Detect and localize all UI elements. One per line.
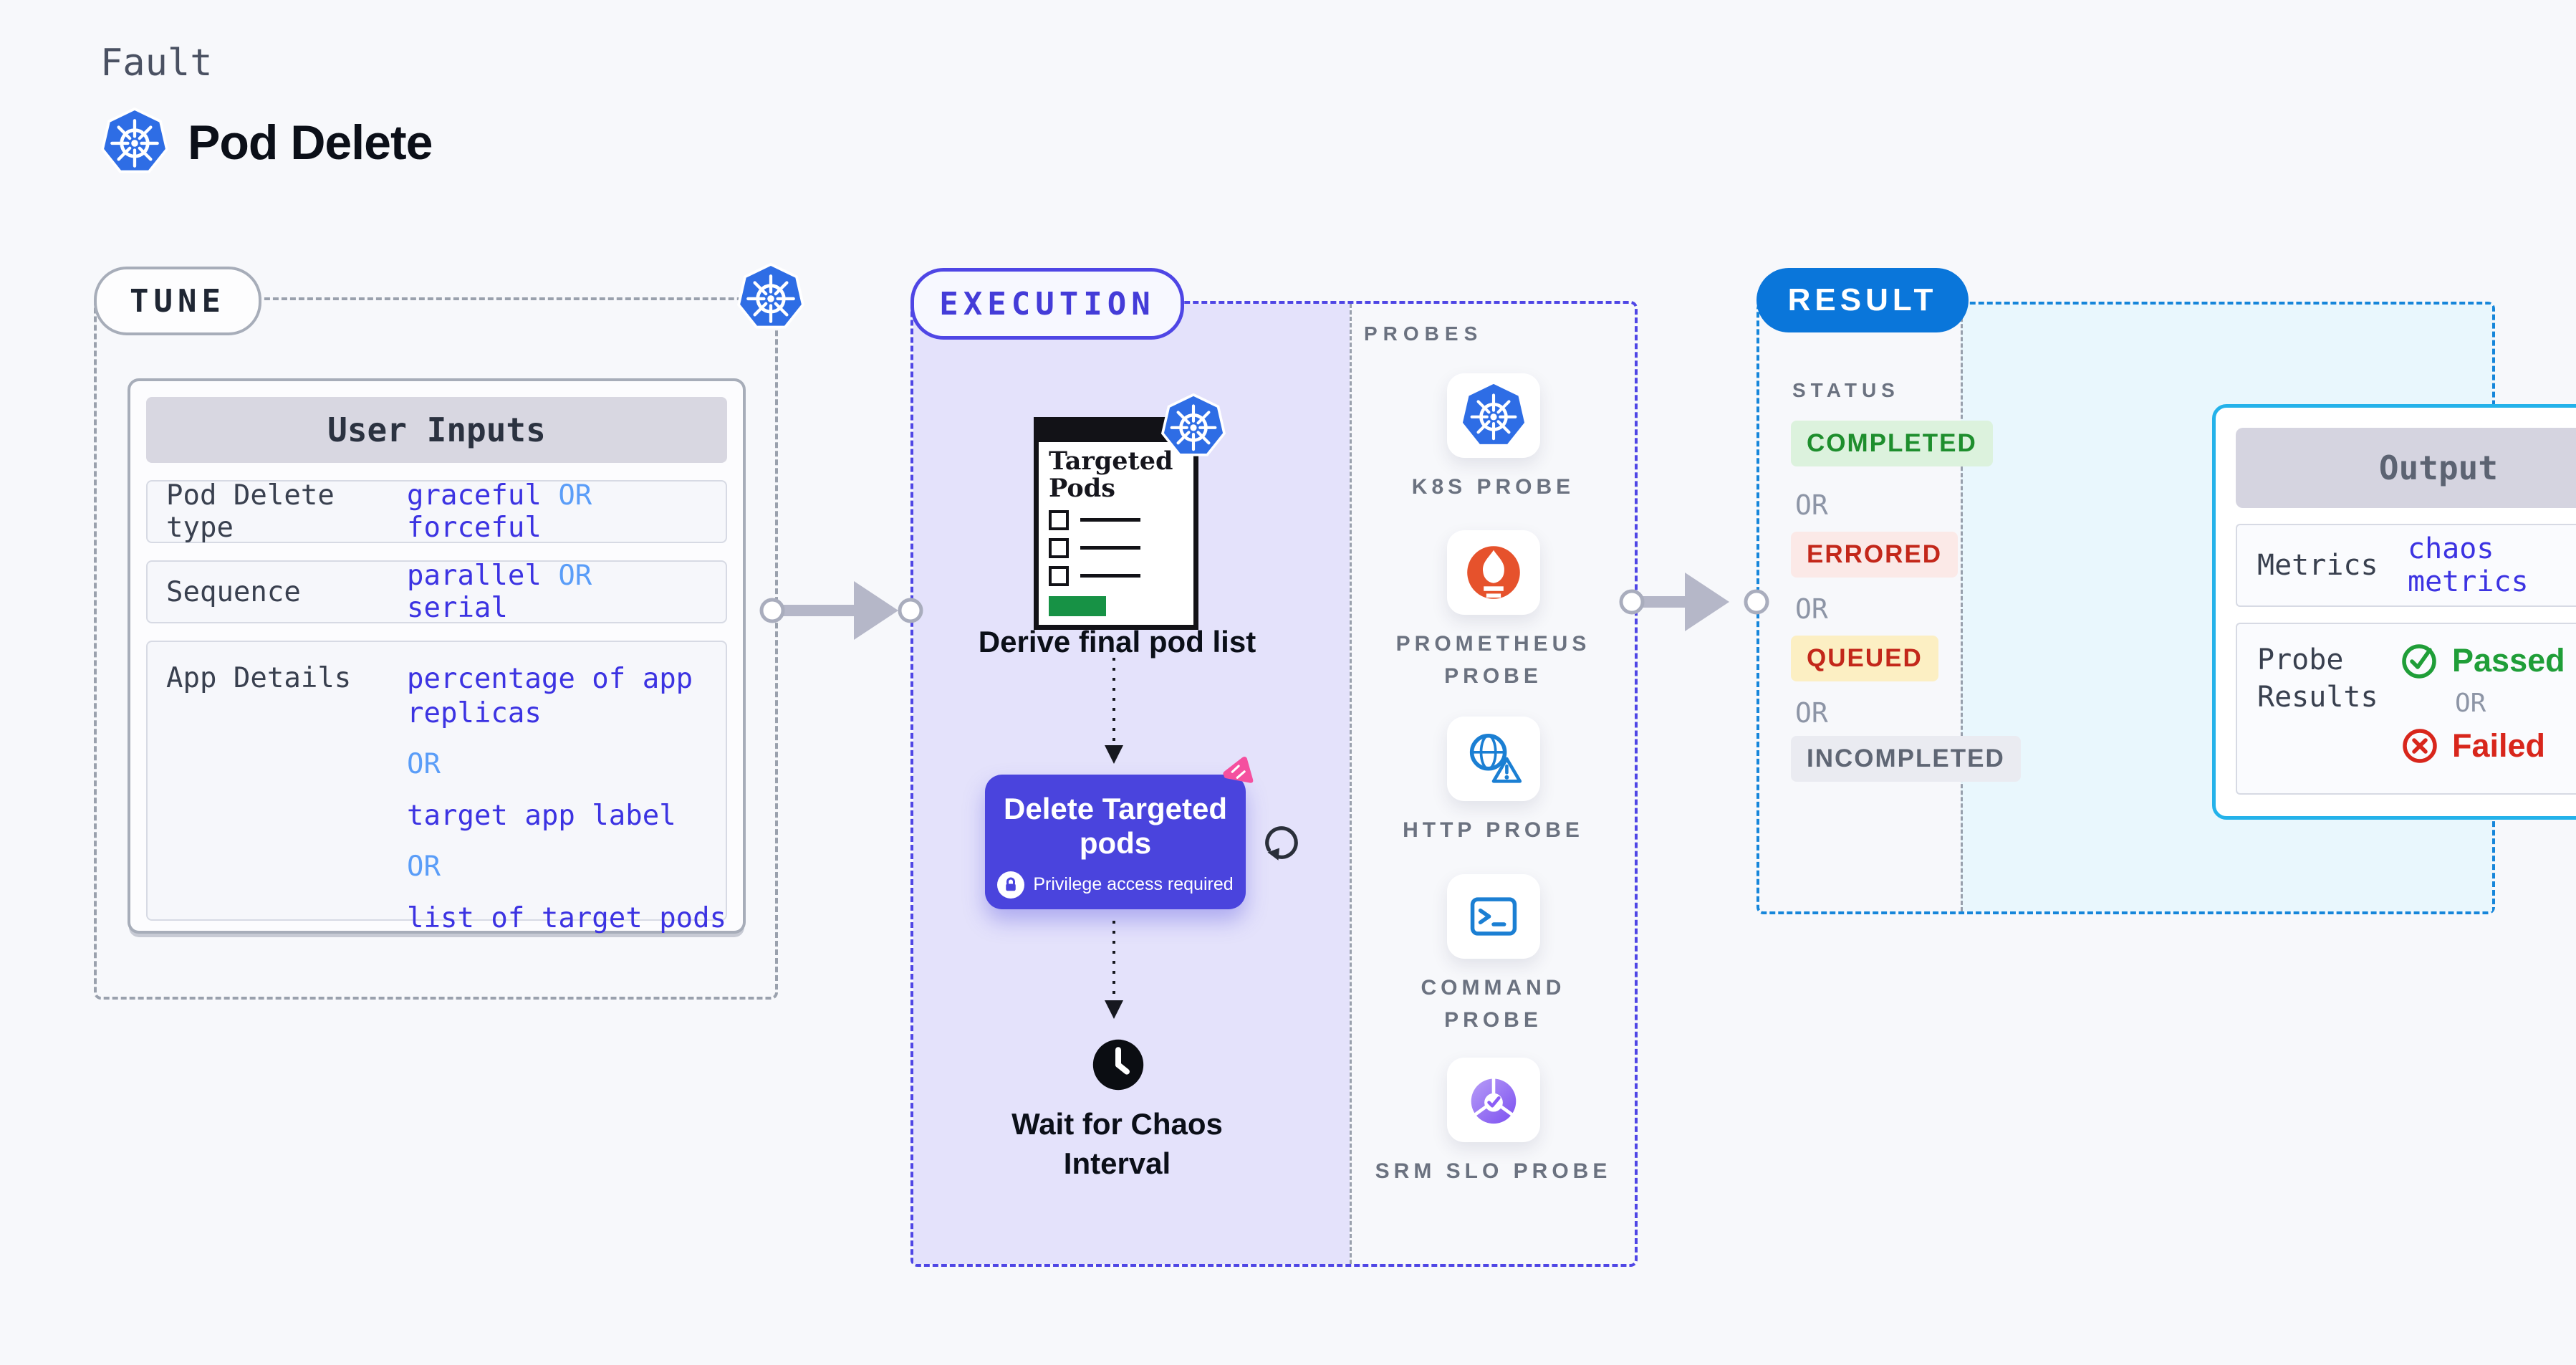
or-separator: OR xyxy=(2455,689,2486,718)
checklist-row xyxy=(1049,509,1183,530)
probe-item: K8S PROBE xyxy=(1352,373,1635,503)
row-value: parallel OR serial xyxy=(407,560,592,624)
or-separator: OR xyxy=(1795,697,1828,729)
result-section: Output Metrics chaos metrics Probe Resul… xyxy=(1756,302,2576,914)
probe-results-label: Probe Results xyxy=(2257,643,2378,714)
status-title: STATUS xyxy=(1792,379,1900,401)
x-circle-icon xyxy=(2400,727,2439,765)
status-badge-queued: QUEUED xyxy=(1791,636,1938,681)
tune-pill: TUNE xyxy=(94,267,261,335)
row-label: Pod Delete type xyxy=(166,479,335,544)
probes-panel: PROBES K8S PROBE PROMETHEUS PROBE HTTP P… xyxy=(1350,304,1635,1264)
kubernetes-icon xyxy=(100,107,169,176)
targeted-pods-title: Targeted Pods xyxy=(1049,446,1173,503)
lock-icon xyxy=(997,871,1025,899)
status-badge-completed: COMPLETED xyxy=(1791,421,1993,466)
derive-pod-list-label: Derive final pod list xyxy=(978,625,1256,658)
arrow-execution-to-result xyxy=(1619,573,1769,631)
metrics-row: Metrics chaos metrics xyxy=(2236,524,2576,607)
privilege-note: Privilege access required xyxy=(985,871,1246,899)
kubernetes-icon xyxy=(736,263,805,332)
row-value: graceful OR forceful xyxy=(407,479,592,544)
input-row-sequence: Sequence parallel OR serial xyxy=(146,560,727,624)
delete-button-label: Delete Targeted pods xyxy=(1004,792,1227,861)
clock-icon xyxy=(1090,1036,1147,1093)
chaos-pink-icon xyxy=(1215,751,1259,795)
or-separator: OR xyxy=(1795,593,1828,625)
status-badge-errored: ERRORED xyxy=(1791,532,1959,578)
input-row-pod-delete-type: Pod Delete type graceful OR forceful xyxy=(146,479,727,544)
targeted-pods-checklist-icon: Targeted Pods xyxy=(1034,417,1198,630)
execution-pill: EXECUTION xyxy=(910,268,1184,340)
kubernetes-icon xyxy=(1446,373,1540,458)
execution-flow-panel: Targeted Pods Derive final pod list Dele… xyxy=(913,304,1350,1264)
result-pill: RESULT xyxy=(1756,268,1969,332)
check-circle-icon xyxy=(2400,641,2439,680)
slo-pie-check-icon xyxy=(1446,1058,1540,1142)
user-inputs-header: User Inputs xyxy=(146,397,727,463)
status-badge-incompleted: INCOMPLETED xyxy=(1791,736,2021,782)
input-row-app-details: App Details percentage of app replicas O… xyxy=(146,641,727,934)
execution-section: Targeted Pods Derive final pod list Dele… xyxy=(910,301,1638,1267)
probe-item: PROMETHEUS PROBE xyxy=(1352,530,1635,692)
page-title: Pod Delete xyxy=(188,115,433,170)
output-card: Output Metrics chaos metrics Probe Resul… xyxy=(2212,404,2576,820)
user-inputs-card: User Inputs Pod Delete type graceful OR … xyxy=(128,378,746,934)
delete-targeted-pods-button: Delete Targeted pods Privilege access re… xyxy=(985,775,1246,909)
result-output-panel: Output Metrics chaos metrics Probe Resul… xyxy=(1961,305,2576,911)
probe-item: SRM SLO PROBE xyxy=(1352,1058,1635,1187)
prometheus-icon xyxy=(1446,530,1540,615)
wait-chaos-interval-label: Wait for Chaos Interval xyxy=(1011,1107,1223,1180)
row-label: App Details xyxy=(166,662,352,694)
probe-results-row: Probe Results Passed OR Failed xyxy=(2236,623,2576,795)
probe-results-values: Passed OR Failed xyxy=(2400,641,2565,793)
checklist-row xyxy=(1049,565,1183,586)
arrow-tune-to-execution xyxy=(759,581,923,640)
probe-item: HTTP PROBE xyxy=(1352,717,1635,846)
probes-title: PROBES xyxy=(1364,322,1484,345)
fault-eyebrow: Fault xyxy=(100,42,213,85)
row-label: Sequence xyxy=(166,575,301,608)
output-header: Output xyxy=(2236,428,2576,508)
probe-item: COMMAND PROBE xyxy=(1352,874,1635,1036)
http-globe-warning-icon xyxy=(1446,717,1540,801)
metrics-value: chaos metrics xyxy=(2408,532,2529,598)
row-value: percentage of app replicas OR target app… xyxy=(407,663,727,934)
failed-line: Failed xyxy=(2400,727,2565,765)
passed-line: Passed xyxy=(2400,641,2565,680)
or-separator: OR xyxy=(1795,489,1828,521)
checklist-row xyxy=(1049,537,1183,558)
tune-section xyxy=(94,297,778,1000)
green-progress-bar xyxy=(1049,595,1106,616)
kubernetes-icon xyxy=(1160,393,1226,459)
metrics-label: Metrics xyxy=(2257,549,2378,582)
terminal-icon xyxy=(1446,874,1540,959)
retry-loop-icon xyxy=(1260,821,1303,864)
